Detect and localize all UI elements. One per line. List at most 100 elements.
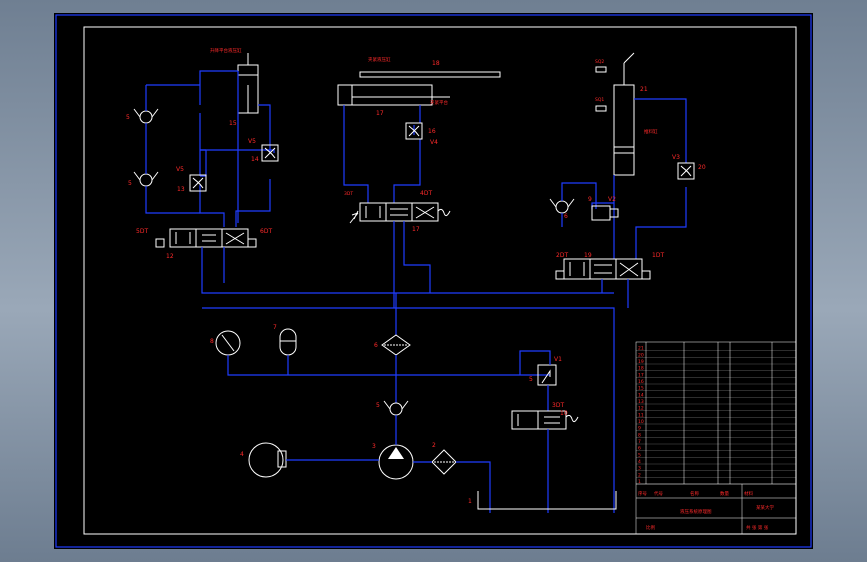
svg-text:5: 5: [126, 114, 130, 121]
svg-text:共 张 第 张: 共 张 第 张: [746, 524, 769, 531]
relief-valve-v1: V1 5: [529, 356, 562, 386]
svg-text:夹紧液压缸: 夹紧液压缸: [368, 56, 391, 63]
title-block-row-number: 17: [638, 372, 644, 378]
svg-text:12: 12: [166, 253, 174, 260]
svg-text:2: 2: [432, 442, 436, 449]
title-block-row-number: 7: [638, 439, 641, 445]
inner-border: [83, 26, 797, 535]
pressure-valve-9: 9 V2: [588, 196, 619, 221]
directional-valve-19: 2DT 1DT 19: [555, 252, 664, 280]
svg-text:4DT: 4DT: [420, 190, 432, 197]
throttle-valve-14: V5 14: [248, 138, 279, 163]
svg-text:V3: V3: [672, 154, 680, 161]
directional-valve-12: 5DT 6DT 12: [136, 228, 272, 260]
svg-text:材料: 材料: [744, 490, 753, 497]
title-block-row-number: 16: [638, 379, 644, 385]
svg-text:推料缸: 推料缸: [644, 128, 658, 135]
title-block-row-number: 11: [638, 412, 644, 418]
hydraulic-schematic: 升降平台液压缸 15 5 5 V5 13 V5 14 5DT 6DT 12: [55, 14, 812, 548]
cylinder-21: 21 推料缸 SQ2 SQ1: [595, 52, 658, 176]
svg-text:3: 3: [372, 443, 376, 450]
svg-text:10: 10: [560, 410, 568, 417]
directional-valve-17: 3DT 4DT 17: [344, 190, 451, 233]
title-block-row-number: 15: [638, 386, 644, 392]
throttle-valve-16: 16 V4: [405, 122, 438, 146]
svg-text:18: 18: [432, 60, 440, 67]
svg-text:序号: 序号: [638, 490, 647, 497]
throttle-valve-20: V3 20: [672, 154, 706, 180]
svg-text:夹紧平台: 夹紧平台: [430, 99, 448, 106]
svg-text:17: 17: [412, 226, 420, 233]
svg-text:7: 7: [273, 324, 277, 331]
check-valve-lower: 5: [376, 400, 409, 416]
title-block-row-number: 1: [638, 479, 641, 485]
svg-text:比例: 比例: [646, 524, 655, 531]
svg-text:6: 6: [564, 213, 568, 220]
svg-text:14: 14: [251, 156, 259, 163]
title-block-row-number: 10: [638, 419, 644, 425]
svg-text:3DT: 3DT: [552, 402, 564, 409]
title-block-row-number: 18: [638, 366, 644, 372]
filter-6: 6: [374, 334, 411, 356]
svg-text:1DT: 1DT: [652, 252, 664, 259]
svg-text:1: 1: [468, 498, 472, 505]
svg-text:5: 5: [376, 402, 380, 409]
svg-text:V5: V5: [248, 138, 256, 145]
title-block-row-number: 5: [638, 452, 641, 458]
svg-text:5DT: 5DT: [136, 228, 148, 235]
svg-text:名称: 名称: [690, 490, 699, 497]
svg-text:8: 8: [210, 338, 214, 345]
svg-text:6: 6: [374, 342, 378, 349]
motor-4: 4: [240, 442, 287, 478]
title-block-row-number: 19: [638, 359, 644, 365]
cylinder-15-number: 15: [229, 120, 237, 127]
svg-text:V2: V2: [608, 196, 616, 203]
filter-2: 2: [431, 442, 457, 475]
title-block-row-number: 3: [638, 466, 641, 472]
svg-text:5: 5: [128, 180, 132, 187]
pump-3: 3: [372, 443, 414, 480]
svg-text:6DT: 6DT: [260, 228, 272, 235]
svg-text:液压系统原理图: 液压系统原理图: [680, 508, 712, 515]
drawing-sheet: 升降平台液压缸 15 5 5 V5 13 V5 14 5DT 6DT 12: [54, 13, 813, 549]
title-block-row-number: 13: [638, 399, 644, 405]
title-block-row-number: 21: [638, 346, 644, 352]
svg-text:SQ1: SQ1: [595, 97, 604, 103]
check-valve-left-lower: 5: [128, 171, 159, 187]
title-block-row-number: 9: [638, 426, 641, 432]
title-block-row-number: 4: [638, 459, 641, 465]
svg-text:21: 21: [640, 86, 648, 93]
svg-text:某某大学: 某某大学: [756, 504, 774, 511]
directional-valve-10: 3DT 10: [511, 402, 579, 430]
outer-border: [55, 14, 812, 548]
svg-text:3DT: 3DT: [344, 191, 353, 197]
throttle-valve-13: V5 13: [176, 166, 207, 193]
svg-text:20: 20: [698, 164, 706, 171]
svg-text:2DT: 2DT: [556, 252, 568, 259]
svg-text:V4: V4: [430, 139, 438, 146]
title-block-row-number: 6: [638, 446, 641, 452]
svg-text:13: 13: [177, 186, 185, 193]
svg-text:V1: V1: [554, 356, 562, 363]
title-block-row-number: 8: [638, 432, 641, 438]
svg-text:16: 16: [428, 128, 436, 135]
accumulator-7: 7: [273, 324, 297, 356]
svg-text:19: 19: [584, 252, 592, 259]
title-block-row-number: 12: [638, 406, 644, 412]
oil-tank-1: 1: [468, 491, 617, 510]
svg-text:V5: V5: [176, 166, 184, 173]
svg-text:9: 9: [588, 196, 592, 203]
title-block-row-number: 14: [638, 392, 644, 398]
check-valve-left-upper: 5: [126, 108, 159, 124]
cylinder-17: 夹紧液压缸 18 17 夹紧平台: [337, 56, 501, 117]
svg-text:4: 4: [240, 451, 244, 458]
svg-text:SQ2: SQ2: [595, 59, 604, 65]
svg-text:17: 17: [376, 110, 384, 117]
svg-text:5: 5: [529, 376, 533, 383]
svg-text:代号: 代号: [654, 490, 663, 497]
cylinder-15-title: 升降平台液压缸: [210, 47, 242, 54]
pressure-gauge-8: 8: [210, 330, 241, 356]
cylinder-15: 升降平台液压缸 15: [210, 47, 259, 127]
svg-text:数量: 数量: [720, 490, 729, 497]
